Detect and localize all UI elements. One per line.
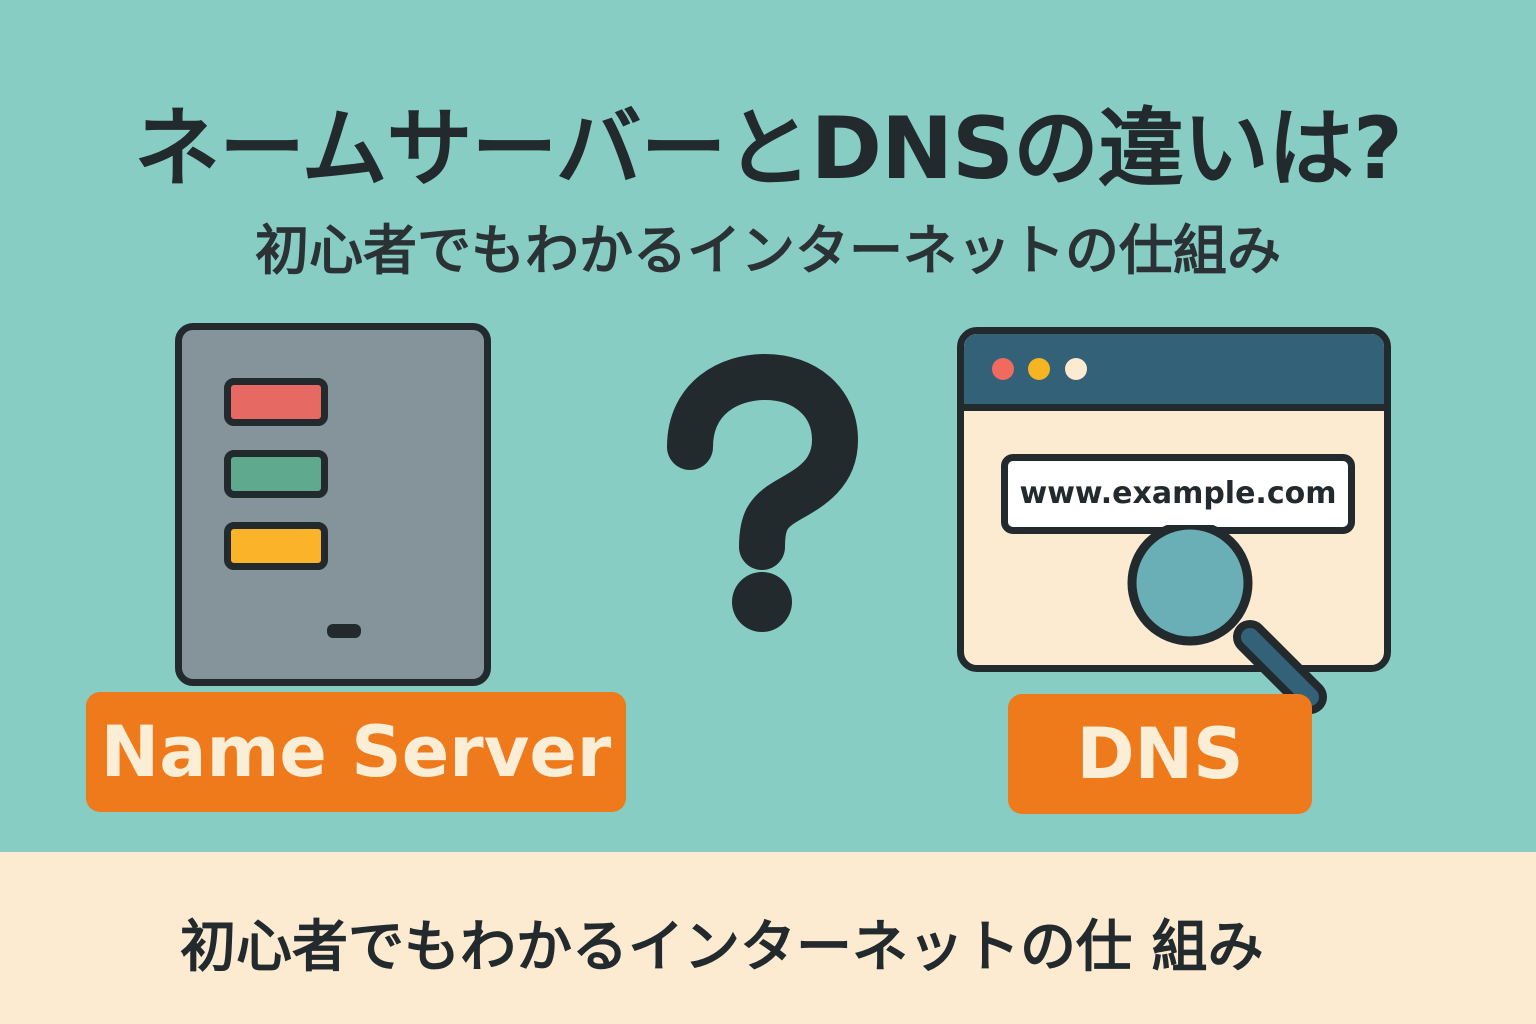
window-close-dot [992,358,1014,380]
url-bar: www.example.com [1001,454,1355,534]
window-minimize-dot [1028,358,1050,380]
window-maximize-dot [1065,358,1087,380]
question-mark-icon [667,354,858,632]
magnifier-icon [1127,525,1327,714]
server-icon [175,323,491,686]
server-slot [327,624,361,638]
page-title: ネームサーバーとDNSの違いは? [134,99,1403,199]
server-led-green [224,450,328,498]
page-subtitle: 初心者でもわかるインターネットの仕組み [255,219,1281,282]
footer-text: 初心者でもわかるインターネットの仕 組み [180,915,1264,980]
browser-window-icon: www.example.com [957,327,1391,672]
dns-label: DNS [1008,694,1312,814]
name-server-label: Name Server [86,692,626,812]
browser-title-bar [964,334,1384,411]
server-led-yellow [224,522,328,570]
footer-band: 初心者でもわかるインターネットの仕 組み [0,852,1536,1024]
server-led-red [224,378,328,426]
